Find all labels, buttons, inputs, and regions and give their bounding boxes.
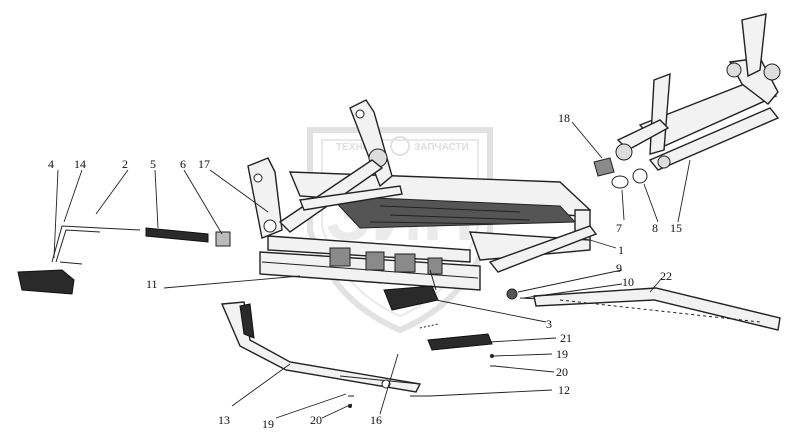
callout-7: 7 xyxy=(616,221,622,235)
rear-lifting-frame-part xyxy=(615,13,781,171)
callout-6: 6 xyxy=(180,157,186,171)
callout-12: 12 xyxy=(558,383,570,397)
callout-14: 14 xyxy=(74,157,86,171)
callout-16: 16 xyxy=(370,413,382,427)
nut-part-6 xyxy=(215,231,231,247)
callout-8: 8 xyxy=(652,221,658,235)
callout-2: 2 xyxy=(122,157,128,171)
callout-5: 5 xyxy=(150,157,156,171)
callout-13: 13 xyxy=(218,413,230,427)
callout-20-right: 20 xyxy=(556,365,568,379)
callout-18: 18 xyxy=(558,111,570,125)
callout-22: 22 xyxy=(660,269,672,283)
sleeve-part-18 xyxy=(593,157,615,177)
callout-19-right: 19 xyxy=(556,347,568,361)
callout-15: 15 xyxy=(670,221,682,235)
callout-21: 21 xyxy=(560,331,572,345)
grip-part-3 xyxy=(383,285,439,311)
watermark-left-text: ТЕХНО xyxy=(336,142,371,153)
callout-11: 11 xyxy=(146,277,158,291)
tube-part-5 xyxy=(145,227,209,243)
seat-frame-part xyxy=(247,99,598,291)
pin-part-19 xyxy=(490,354,494,358)
plate-part-21 xyxy=(427,333,493,351)
watermark-gear-icon xyxy=(390,136,410,156)
leader-lines xyxy=(53,121,691,419)
ring-part-8 xyxy=(632,168,648,184)
handle-lever-part xyxy=(17,225,141,295)
callout-3: 3 xyxy=(546,317,552,331)
callout-19-left: 19 xyxy=(262,417,274,431)
callout-20-left: 20 xyxy=(310,413,322,427)
callout-10: 10 xyxy=(622,275,634,289)
callout-17: 17 xyxy=(198,157,210,171)
callout-9: 9 xyxy=(616,261,622,275)
fitting-part-9 xyxy=(506,288,518,300)
rail-part-22 xyxy=(533,287,781,331)
watermark-right-text: ЗАПЧАСТИ xyxy=(414,142,469,153)
callout-4: 4 xyxy=(48,157,54,171)
callout-labels: 4 14 2 5 6 17 18 7 8 15 1 9 10 22 11 3 2… xyxy=(48,111,682,431)
ring-part-7 xyxy=(611,175,629,189)
callout-1: 1 xyxy=(618,243,624,257)
